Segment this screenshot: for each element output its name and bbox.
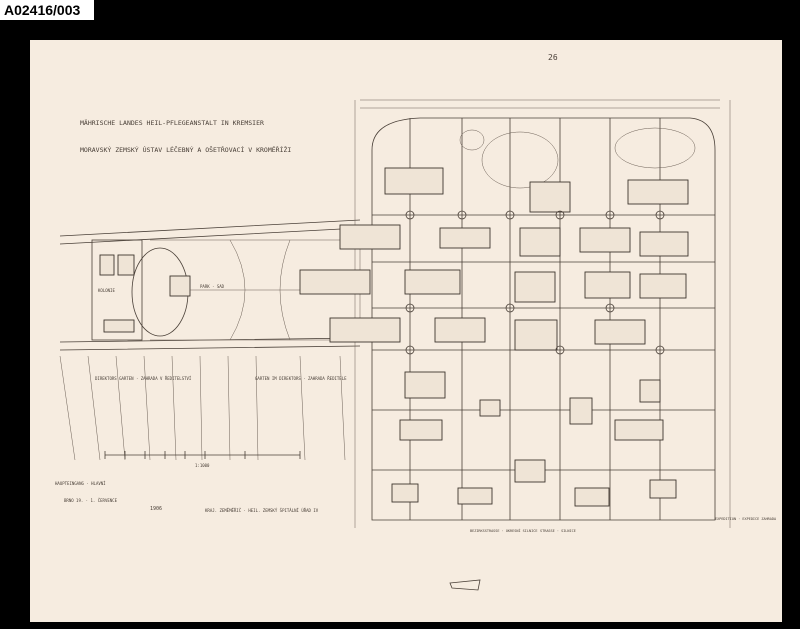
road-label: BEZIRKSSTRASSE · OKRESNÍ SILNICE — [470, 528, 537, 533]
title-german: MÄHRISCHE LANDES HEIL-PFLEGEANSTALT IN K… — [80, 118, 264, 127]
office-note: KRAJ. ZEMĚMĚŘIČ · HEIL. ZEMSKÝ ŠPITÁLNÍ … — [205, 508, 319, 513]
field-strips: DIREKTORS GARTEN · ZAHRADA V ŘEDITELSTVÍ… — [59, 355, 347, 461]
garden-left-label: DIREKTORS GARTEN · ZAHRADA V ŘEDITELSTVÍ — [95, 376, 192, 381]
colony-area: KOLONIE — [91, 239, 143, 341]
scale-bar: 1:1000 — [104, 451, 301, 468]
street-label: STRASSE · SILNICE — [540, 529, 576, 533]
corner-note: EXPEDITION · EXPEDICE ZAHRADA — [715, 517, 777, 521]
stamp-mark — [449, 579, 481, 591]
archive-id-label: A02416/003 — [0, 0, 94, 20]
title-czech: MORAVSKÝ ZEMSKÝ ÚSTAV LÉČEBNÝ A OŠETŘOVA… — [80, 145, 291, 154]
note-date: BRNO 19. · 1. ČERVENCE — [64, 498, 118, 503]
sheet-number: 26 — [548, 53, 558, 62]
kolonie-label: KOLONIE — [98, 288, 115, 293]
garden-center-label: GARTEN IM DIREKTORS · ZAHRADA ŘEDITELE — [255, 376, 347, 381]
road-junctions — [405, 210, 665, 355]
park-label: PARK · SAD — [200, 284, 225, 289]
pavilion-buildings — [299, 167, 689, 507]
year-label: 1906 — [150, 506, 162, 512]
scale-label: 1:1000 — [195, 463, 210, 468]
hospital-complex — [354, 99, 731, 528]
note-entrance: HAUPTEINGANG · HLAVNÍ — [55, 481, 106, 486]
drawing-sheet — [30, 40, 782, 622]
